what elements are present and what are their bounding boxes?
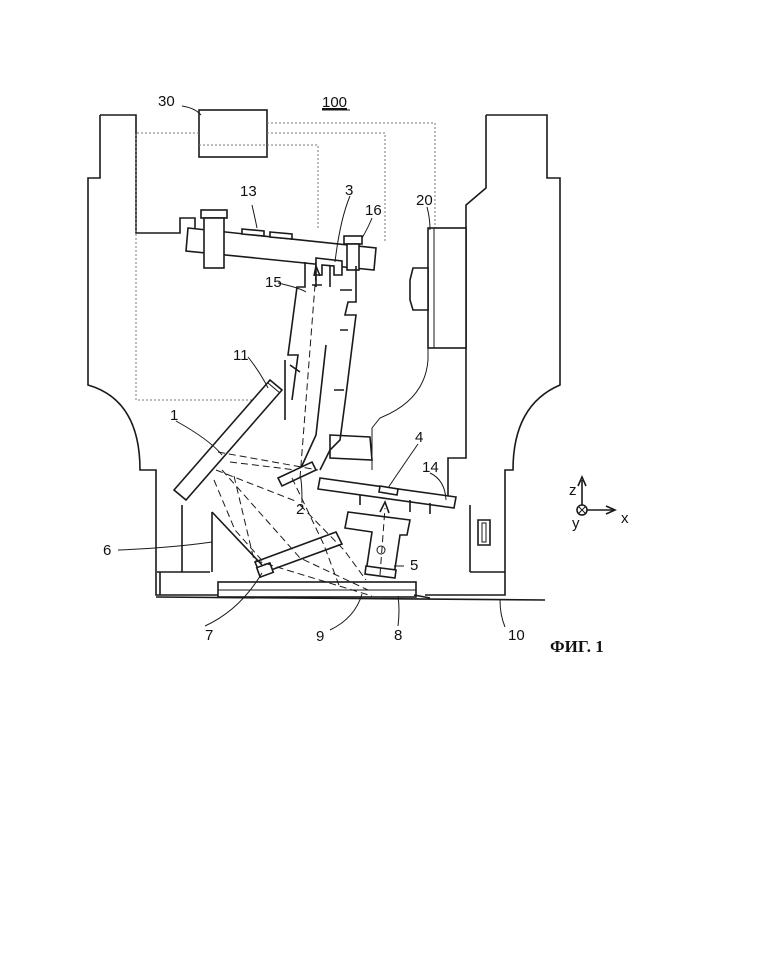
element-2 [278, 462, 316, 486]
label-7: 7 [205, 627, 213, 644]
label-14: 14 [422, 459, 439, 476]
axis-x-label: x [621, 510, 629, 527]
label-3: 3 [345, 182, 353, 199]
label-16: 16 [365, 202, 382, 219]
label-2: 2 [296, 501, 304, 518]
figure-caption: ФИГ. 1 [550, 637, 604, 656]
axis-y-label: y [572, 515, 580, 532]
label-9: 9 [316, 628, 324, 645]
label-8: 8 [394, 627, 402, 644]
label-6: 6 [103, 542, 111, 559]
label-15: 15 [265, 274, 282, 291]
label-13: 13 [240, 183, 257, 200]
label-20: 20 [416, 192, 433, 209]
axis-z-label: z [569, 482, 577, 499]
light-7 [255, 532, 342, 577]
camera-5 [345, 512, 410, 578]
reference-numerals: 100 30 13 3 16 20 15 11 1 2 4 14 6 5 7 9… [103, 93, 525, 645]
device-label: 100 [322, 94, 347, 111]
label-11: 11 [233, 347, 249, 364]
label-5: 5 [410, 557, 418, 574]
window-8 [156, 582, 545, 600]
housing [88, 115, 560, 595]
element-6 [212, 512, 262, 572]
label-10: 10 [508, 627, 525, 644]
axes-indicator: z y x [569, 477, 629, 532]
top-plate-13 [186, 210, 376, 270]
label-1: 1 [170, 407, 178, 424]
label-4: 4 [415, 429, 423, 446]
label-30: 30 [158, 93, 175, 110]
